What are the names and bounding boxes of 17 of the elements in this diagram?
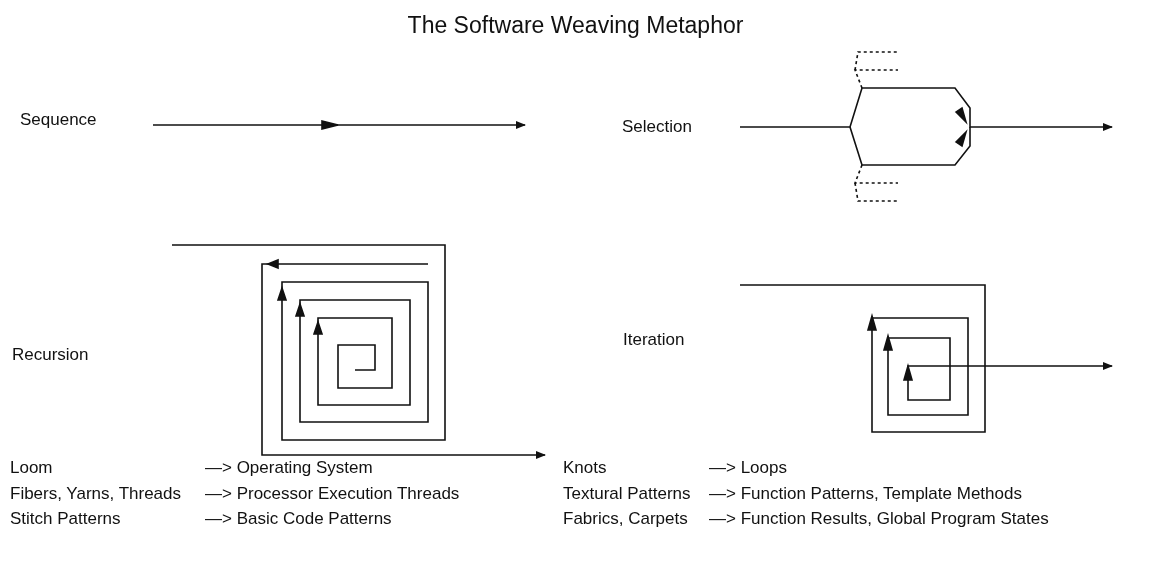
term-text: Textural Patterns xyxy=(563,484,691,504)
mapping-text: —> Loops xyxy=(709,458,787,478)
diagram-title: The Software Weaving Metaphor xyxy=(406,12,745,39)
mapping-text: —> Function Patterns, Template Methods xyxy=(709,484,1022,504)
term-text: Stitch Patterns xyxy=(10,509,121,529)
section-label: Selection xyxy=(622,117,692,137)
mapping-text: —> Function Results, Global Program States xyxy=(709,509,1049,529)
mapping-text: —> Basic Code Patterns xyxy=(205,509,392,529)
mapping-text: —> Processor Execution Threads xyxy=(205,484,460,504)
mapping-text: —> Operating System xyxy=(205,458,373,478)
term-text: Knots xyxy=(563,458,607,478)
section-label: Iteration xyxy=(623,330,685,350)
section-label: Recursion xyxy=(12,345,89,365)
term-text: Fabrics, Carpets xyxy=(563,509,688,529)
term-text: Fibers, Yarns, Threads xyxy=(10,484,182,504)
term-text: Loom xyxy=(10,458,53,478)
section-label: Sequence xyxy=(20,110,97,130)
